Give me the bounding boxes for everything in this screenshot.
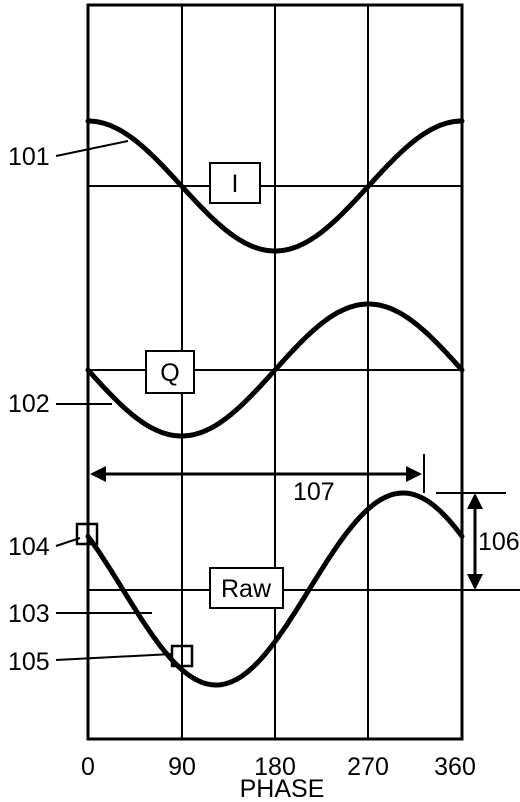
- numeral-105: 105: [8, 648, 50, 676]
- numeral-102: 102: [8, 390, 50, 418]
- q-label: Q: [160, 359, 179, 387]
- dimension-106-arrow-top: [467, 493, 483, 509]
- i-label-box: [209, 162, 261, 204]
- phase-axis-label: PHASE: [240, 775, 325, 802]
- raw-label: Raw: [221, 575, 272, 603]
- leader-105: [55, 653, 173, 661]
- raw-waveform: [85, 490, 465, 688]
- raw-label-box: [209, 567, 284, 609]
- leader-104: [55, 537, 81, 547]
- leader-101: [55, 140, 129, 157]
- dimension-107-arrow-left: [90, 466, 106, 482]
- numeral-104: 104: [8, 533, 50, 561]
- numeral-103: 103: [8, 600, 50, 628]
- numeral-101: 101: [8, 143, 50, 171]
- q-label-box: [145, 350, 195, 394]
- phase-tick-360: 360: [434, 753, 476, 781]
- q-waveform: [85, 301, 465, 439]
- phase-tick-180: 180: [254, 753, 296, 781]
- marker-105: [170, 644, 194, 668]
- i-waveform: [85, 118, 465, 254]
- numeral-106: 106: [478, 528, 520, 556]
- phase-tick-90: 90: [168, 753, 196, 781]
- dimension-106-arrow-bottom: [467, 574, 483, 590]
- marker-104: [75, 522, 99, 546]
- dimension-107-arrow-right: [406, 466, 422, 482]
- phase-tick-0: 0: [81, 753, 95, 781]
- numeral-107: 107: [293, 478, 335, 506]
- phase-tick-270: 270: [347, 753, 389, 781]
- i-label: I: [232, 170, 239, 198]
